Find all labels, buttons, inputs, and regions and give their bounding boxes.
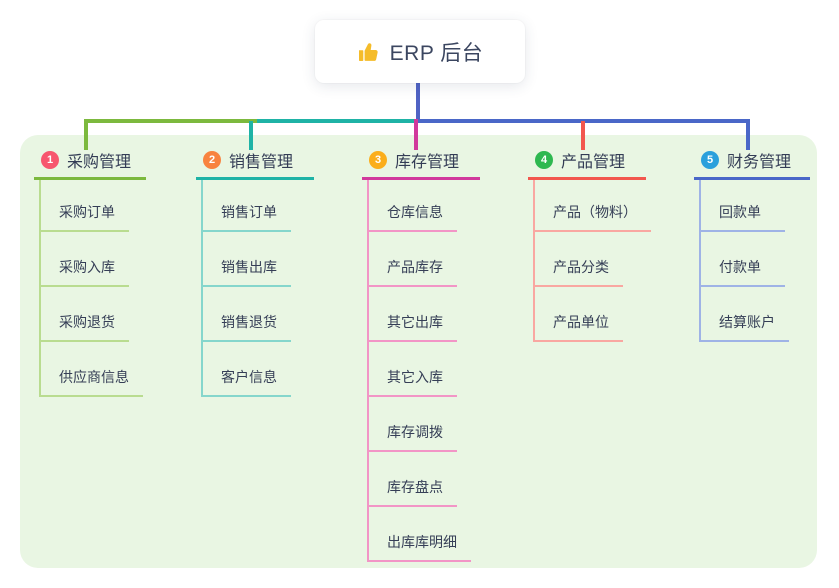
connector-drop-branch-3: [414, 119, 418, 150]
child-label: 其它出库: [387, 314, 443, 330]
thumbs-up-icon: [357, 40, 381, 64]
child-label: 客户信息: [221, 369, 277, 385]
children-group: 采购订单采购入库采购退货供应商信息: [39, 180, 143, 397]
child-node[interactable]: 其它入库: [369, 342, 457, 397]
root-label: ERP 后台: [389, 41, 484, 65]
branch-number-badge: 3: [369, 150, 387, 169]
child-label: 产品库存: [387, 259, 443, 275]
child-node[interactable]: 库存调拨: [369, 397, 457, 452]
child-label: 仓库信息: [387, 204, 443, 220]
child-node[interactable]: 采购退货: [41, 287, 129, 342]
child-node[interactable]: 仓库信息: [369, 180, 457, 232]
branch-number-badge: 4: [535, 150, 553, 169]
branch-column-1: 1 采购管理采购订单采购入库采购退货供应商信息: [34, 148, 146, 397]
child-node[interactable]: 回款单: [701, 180, 785, 232]
branch-label: 采购管理: [67, 153, 132, 171]
child-label: 销售订单: [221, 204, 277, 220]
child-node[interactable]: 其它出库: [369, 287, 457, 342]
children-group: 回款单付款单结算账户: [699, 180, 789, 342]
child-label: 供应商信息: [59, 369, 129, 385]
child-node[interactable]: 产品分类: [535, 232, 623, 287]
child-label: 产品单位: [553, 314, 609, 330]
child-label: 采购订单: [59, 204, 115, 220]
branch-label: 产品管理: [561, 153, 626, 171]
branch-number-badge: 1: [41, 150, 59, 169]
child-label: 产品（物料）: [553, 204, 637, 220]
branch-column-5: 5 财务管理回款单付款单结算账户: [694, 148, 810, 342]
connector-drop-branch-5: [746, 121, 750, 150]
children-group: 销售订单销售出库销售退货客户信息: [201, 180, 291, 397]
branch-column-4: 4 产品管理产品（物料） 产品分类产品单位: [528, 148, 651, 342]
child-node[interactable]: 销售订单: [203, 180, 291, 232]
child-node[interactable]: 产品库存: [369, 232, 457, 287]
child-node[interactable]: 结算账户: [701, 287, 789, 342]
child-node[interactable]: 供应商信息: [41, 342, 143, 397]
child-label: 采购退货: [59, 314, 115, 330]
child-label: 其它入库: [387, 369, 443, 385]
branch-label: 财务管理: [727, 153, 792, 171]
branch-node-1[interactable]: 1 采购管理: [34, 148, 146, 180]
child-node[interactable]: 销售退货: [203, 287, 291, 342]
connector-drop-branch-2: [249, 121, 253, 150]
child-label: 库存调拨: [387, 424, 443, 440]
child-label: 产品分类: [553, 259, 609, 275]
branch-column-3: 3 库存管理仓库信息产品库存其它出库其它入库库存调拨库存盘点出库库明细: [362, 148, 480, 562]
child-node[interactable]: 采购订单: [41, 180, 129, 232]
child-label: 付款单: [719, 259, 761, 275]
branch-node-4[interactable]: 4 产品管理: [528, 148, 646, 180]
branch-node-3[interactable]: 3 库存管理: [362, 148, 480, 180]
child-node[interactable]: 产品单位: [535, 287, 623, 342]
child-node[interactable]: 销售出库: [203, 232, 291, 287]
child-label: 出库库明细: [387, 534, 457, 550]
branch-node-5[interactable]: 5 财务管理: [694, 148, 810, 180]
branch-number-badge: 5: [701, 150, 719, 169]
branches-panel: [20, 135, 817, 568]
child-node[interactable]: 客户信息: [203, 342, 291, 397]
child-node[interactable]: 付款单: [701, 232, 785, 287]
child-label: 回款单: [719, 204, 761, 220]
child-node[interactable]: 出库库明细: [369, 507, 471, 562]
child-node[interactable]: 产品（物料）: [535, 180, 651, 232]
child-label: 销售退货: [221, 314, 277, 330]
root-node[interactable]: ERP 后台: [315, 20, 525, 83]
child-node[interactable]: 库存盘点: [369, 452, 457, 507]
child-label: 采购入库: [59, 259, 115, 275]
branch-label: 销售管理: [229, 153, 294, 171]
branch-label: 库存管理: [395, 153, 460, 171]
connector-horizontal-mid: [257, 119, 418, 123]
children-group: 产品（物料） 产品分类产品单位: [533, 180, 651, 342]
child-label: 库存盘点: [387, 479, 443, 495]
connector-root-stem: [416, 83, 420, 121]
child-label: 结算账户: [719, 314, 775, 330]
connector-horizontal-left: [84, 119, 257, 123]
branch-node-2[interactable]: 2 销售管理: [196, 148, 314, 180]
branch-column-2: 2 销售管理销售订单销售出库销售退货客户信息: [196, 148, 314, 397]
child-node[interactable]: 采购入库: [41, 232, 129, 287]
child-label: 销售出库: [221, 259, 277, 275]
connector-drop-branch-4: [581, 121, 585, 150]
children-group: 仓库信息产品库存其它出库其它入库库存调拨库存盘点出库库明细: [367, 180, 471, 562]
branch-number-badge: 2: [203, 150, 221, 169]
connector-drop-branch-1: [84, 121, 88, 150]
